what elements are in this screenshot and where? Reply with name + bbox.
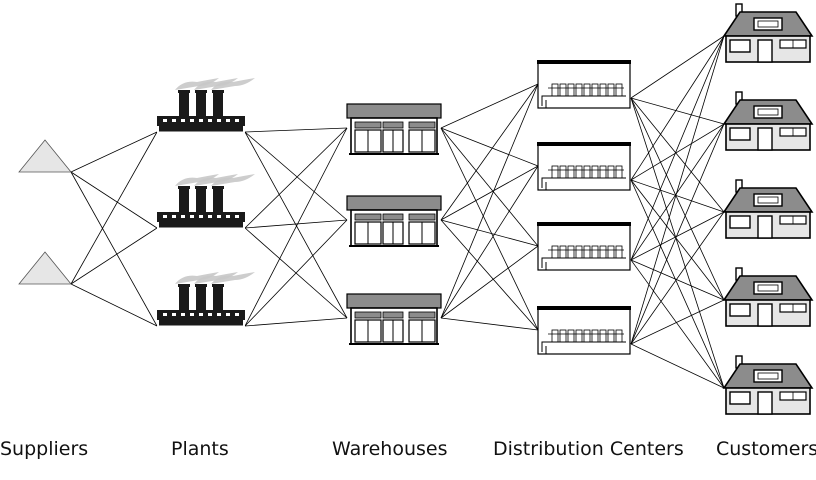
dc-customer-link bbox=[630, 97, 725, 213]
plants-label: Plants bbox=[171, 438, 229, 460]
dc-customer-link bbox=[630, 211, 725, 345]
dc-customer-link bbox=[630, 259, 725, 301]
warehouse-dc-link bbox=[440, 245, 539, 319]
house-icon bbox=[722, 179, 814, 239]
plant-warehouse-link bbox=[244, 317, 348, 327]
house-icon bbox=[722, 3, 814, 63]
factory-icon bbox=[157, 78, 255, 133]
warehouse-icon bbox=[346, 293, 442, 345]
supplier-triangle-icon bbox=[18, 139, 72, 173]
supplier-plant-link bbox=[70, 131, 158, 173]
supplier-plant-link bbox=[70, 171, 158, 229]
warehouse-dc-link bbox=[440, 83, 539, 129]
dc-customer-link bbox=[630, 35, 725, 181]
house-icon bbox=[722, 91, 814, 151]
plant-warehouse-link bbox=[244, 127, 348, 327]
warehouse-dc-link bbox=[440, 165, 539, 221]
warehouse-icon bbox=[346, 103, 442, 155]
plant-warehouse-link bbox=[244, 131, 348, 221]
dc-customer-link bbox=[630, 35, 725, 345]
dc-customer-link bbox=[630, 299, 725, 345]
distribution-center-icon bbox=[537, 222, 631, 271]
network-nodes bbox=[18, 3, 814, 415]
factory-icon bbox=[157, 174, 255, 229]
factory-icon bbox=[157, 272, 255, 327]
dc-customer-link bbox=[630, 179, 725, 301]
suppliers-label: Suppliers bbox=[0, 438, 89, 460]
dc-customer-link bbox=[630, 97, 725, 389]
supplier-plant-link bbox=[70, 171, 158, 327]
dc-customer-link bbox=[630, 35, 725, 261]
distribution-center-icon bbox=[537, 306, 631, 355]
plant-warehouse-link bbox=[244, 127, 348, 229]
dc-customer-link bbox=[630, 123, 725, 181]
warehouse-dc-link bbox=[440, 127, 539, 167]
plant-warehouse-link bbox=[244, 131, 348, 319]
dc-customer-link bbox=[630, 35, 725, 99]
dc-customer-link bbox=[630, 211, 725, 261]
distribution-center-icon bbox=[537, 60, 631, 109]
dc-customer-link bbox=[630, 97, 725, 125]
warehouse-dc-link bbox=[440, 83, 539, 319]
plant-warehouse-link bbox=[244, 127, 348, 133]
dc-customer-link bbox=[630, 97, 725, 301]
warehouse-icon bbox=[346, 195, 442, 247]
house-icon bbox=[722, 355, 814, 415]
supplier-plant-link bbox=[70, 227, 158, 285]
warehouse-dc-link bbox=[440, 219, 539, 331]
warehouse-dc-link bbox=[440, 127, 539, 247]
dc-customer-link bbox=[630, 179, 725, 389]
dc-customer-link bbox=[630, 179, 725, 213]
distribution-centers-label: Distribution Centers bbox=[493, 438, 684, 460]
dc-customer-link bbox=[630, 343, 725, 389]
warehouse-dc-link bbox=[440, 317, 539, 331]
dc-customer-link bbox=[630, 123, 725, 261]
plant-warehouse-link bbox=[244, 219, 348, 229]
warehouse-dc-link bbox=[440, 83, 539, 221]
warehouse-dc-link bbox=[440, 165, 539, 319]
network-links bbox=[70, 35, 725, 389]
dc-customer-link bbox=[630, 259, 725, 389]
warehouse-dc-link bbox=[440, 127, 539, 331]
supplier-plant-link bbox=[70, 283, 158, 327]
warehouses-label: Warehouses bbox=[332, 438, 448, 460]
plant-warehouse-link bbox=[244, 219, 348, 327]
warehouse-dc-link bbox=[440, 219, 539, 247]
house-icon bbox=[722, 267, 814, 327]
supplier-plant-link bbox=[70, 131, 158, 285]
customers-label: Customers bbox=[716, 438, 816, 460]
supplier-triangle-icon bbox=[18, 251, 72, 285]
distribution-center-icon bbox=[537, 142, 631, 191]
dc-customer-link bbox=[630, 123, 725, 345]
